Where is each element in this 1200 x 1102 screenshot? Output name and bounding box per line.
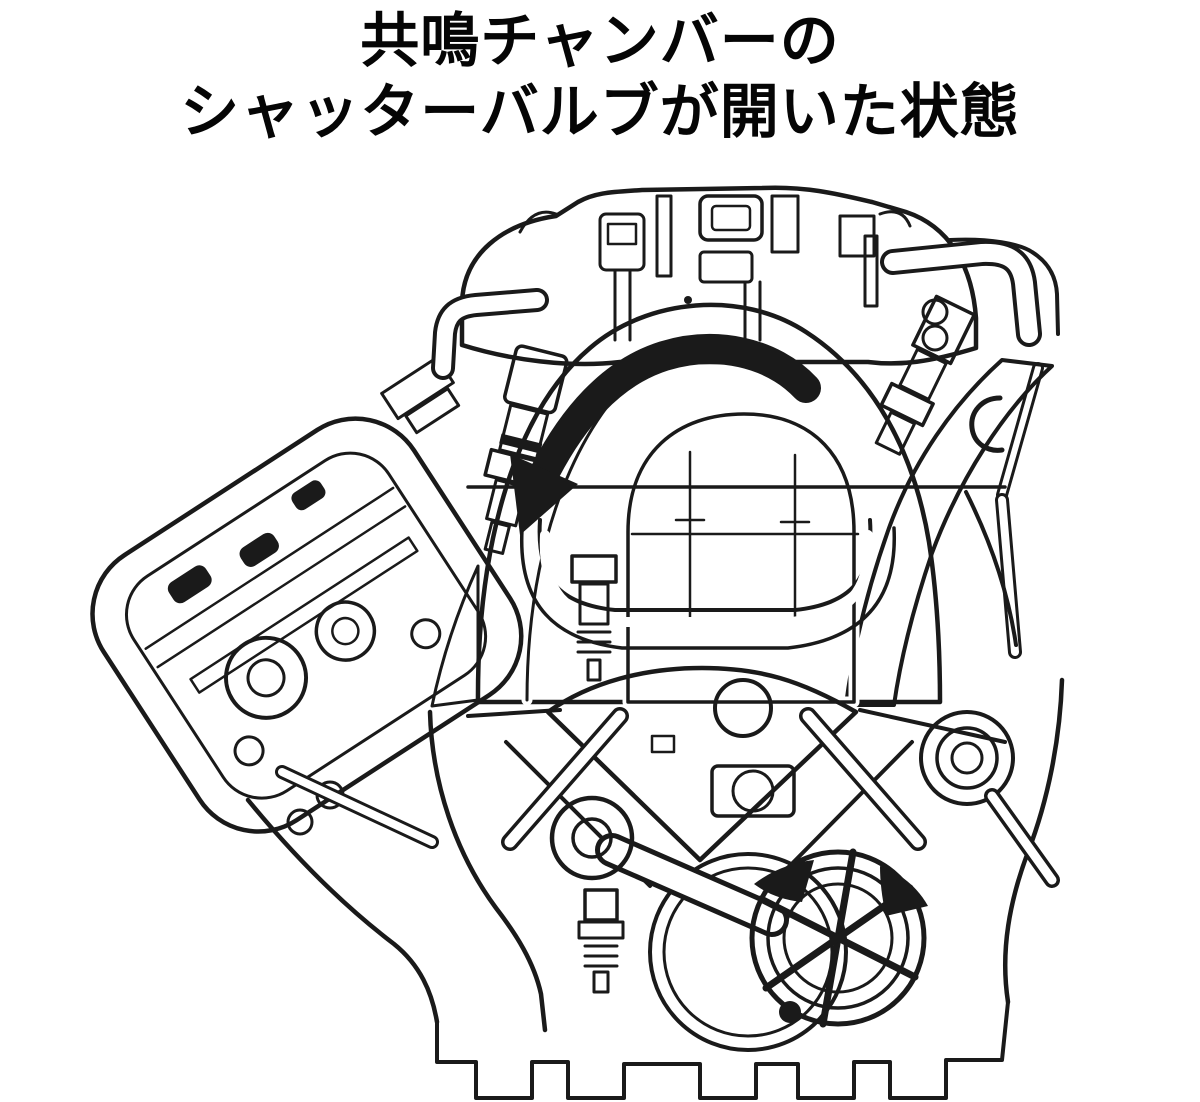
camshaft-journal: [224, 635, 309, 720]
crankshaft-area: [549, 710, 1060, 1052]
sensor-bolt-upper: [570, 554, 618, 682]
breather-hose-right: [880, 239, 1042, 347]
clamp-hook: [969, 395, 1005, 453]
figure-title: 共鳴チャンバーのシャッターバルブが開いた状態: [0, 0, 1200, 148]
crank-pulley: [749, 848, 928, 1028]
cam-lobe: [239, 532, 279, 567]
left-cylinder-bank: [90, 355, 524, 849]
crank-bore: [648, 852, 848, 1052]
fuel-injector-left: [483, 344, 569, 555]
right-rocker-hub: [919, 710, 1015, 806]
sensor-bolt-lower: [577, 888, 625, 994]
title-line-2: シャッターバルブが開いた状態: [180, 78, 1020, 145]
airflow-arrow: [510, 334, 821, 535]
rod-big-end: [549, 795, 635, 881]
crankcase-outline: [245, 677, 1065, 1100]
cam-lobe: [167, 565, 212, 604]
rocker-pivot: [314, 600, 377, 662]
fuel-injector-right: [874, 294, 977, 456]
breather-hose-left: [431, 288, 549, 380]
engine-cross-section-figure: [0, 172, 1200, 1102]
spring-coil: [921, 324, 949, 352]
cam-lobe: [291, 480, 326, 511]
shutter-valve-opening: [430, 564, 480, 708]
engine-cross-section-drawing: [90, 185, 1065, 1100]
valley-boss: [713, 678, 773, 738]
plenum-floor: [520, 518, 896, 650]
title-line-1: 共鳴チャンバーの: [360, 8, 840, 74]
oil-pan-edge: [435, 1000, 1010, 1100]
intake-runner-arch: [622, 408, 860, 708]
cylinder-valley: [501, 665, 927, 888]
